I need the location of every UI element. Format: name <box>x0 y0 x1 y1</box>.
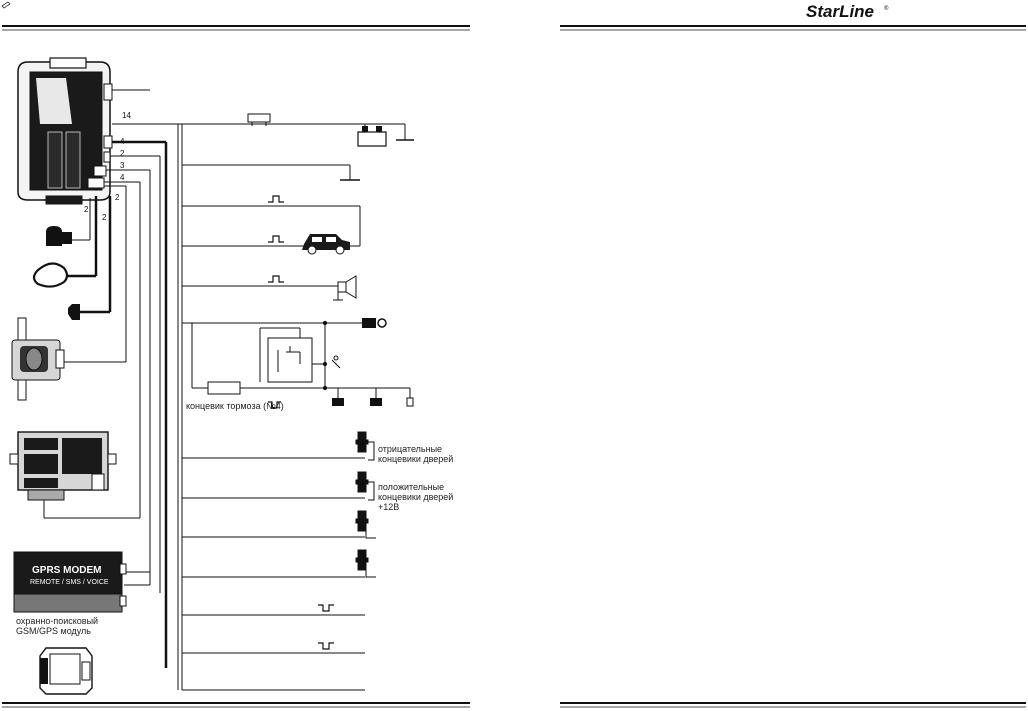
starter-solenoid-icon <box>370 398 382 406</box>
antenna-loop-icon <box>32 262 69 288</box>
modem-title: GPRS MODEM <box>32 565 101 576</box>
pulse-icon <box>268 195 334 650</box>
door-neg-label-line2: концевики дверей <box>378 454 453 464</box>
harness-wires <box>43 89 405 691</box>
module-label-line2: GSM/GPS модуль <box>16 626 91 636</box>
door-pos-label-line2: концевики дверей <box>378 492 453 502</box>
led-indicator-icon <box>46 226 72 246</box>
brand-trademark: ® <box>884 5 889 12</box>
wire-label-2b: 2 <box>84 205 89 214</box>
ignition-switch-icon <box>331 355 341 369</box>
door-neg-label-line1: отрицательные <box>378 444 442 454</box>
microphone-icon <box>68 304 80 320</box>
starter-motor-icon <box>332 398 344 406</box>
shock-sensor-icon <box>11 317 65 401</box>
module-label-line1: охранно-поисковый <box>16 616 98 626</box>
key-icon <box>362 318 387 328</box>
door-pos-label-line3: +12В <box>378 502 399 512</box>
wire-label-4b: 4 <box>120 173 125 182</box>
terminal-icon <box>406 397 414 407</box>
starline-logo: StarLine ® <box>806 2 889 21</box>
battery-icon <box>357 124 414 147</box>
brand-text: StarLine <box>806 2 874 21</box>
brake-switch-label: концевик тормоза (№4) <box>186 401 284 411</box>
car-icon <box>302 234 350 255</box>
wire-label-3: 3 <box>120 161 125 170</box>
wire-label-2a: 2 <box>120 149 125 158</box>
starter-relay <box>191 320 411 398</box>
brake-pulse-icon <box>268 401 281 409</box>
gprs-modem: GPRS MODEM REMOTE / SMS / VOICE <box>13 551 127 613</box>
wire-number-labels: 14 4 2 3 4 2 2 2 <box>84 111 131 222</box>
modem-subtitle: REMOTE / SMS / VOICE <box>30 579 109 586</box>
wire-label-14: 14 <box>122 111 131 120</box>
corner-pen-icon <box>1 1 11 9</box>
relay-module-icon <box>9 431 117 501</box>
wire-label-2c: 2 <box>102 213 107 222</box>
fuse-icon <box>247 113 271 126</box>
gsm-gps-module-icon <box>39 647 93 695</box>
door-pos-label-line1: положительные <box>378 482 444 492</box>
wire-label-2d: 2 <box>115 193 120 202</box>
siren-icon <box>333 275 357 301</box>
door-switch-bracket <box>365 441 376 578</box>
door-switch-icon <box>355 431 369 571</box>
wire-label-4a: 4 <box>120 137 125 146</box>
main-control-unit <box>17 57 113 205</box>
page-rules <box>2 25 1026 708</box>
